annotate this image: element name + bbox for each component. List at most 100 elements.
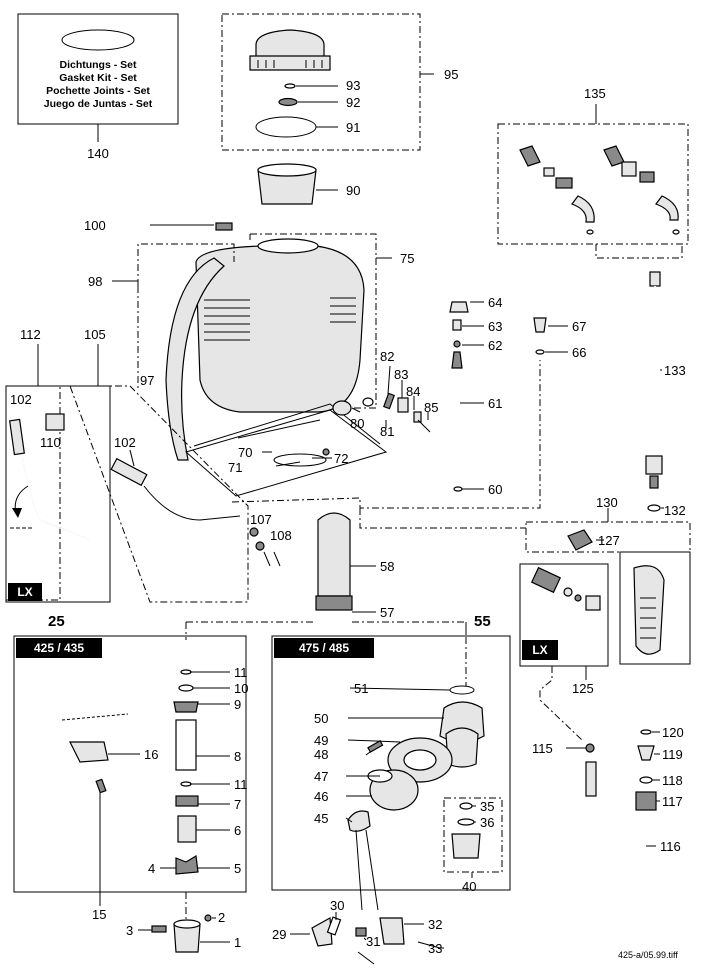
callout-91: 91 (346, 120, 360, 135)
shutoff-valve-130 (525, 508, 691, 665)
callout-64: 64 (488, 295, 502, 310)
callout-102: 102 (114, 435, 136, 450)
callout-67: 67 (572, 319, 586, 334)
callout-75: 75 (400, 251, 414, 266)
callout-133: 133 (664, 363, 686, 378)
kit-line-en: Gasket Kit - Set (59, 72, 137, 84)
section-number-55: 55 (474, 613, 491, 630)
callout-48: 48 (314, 747, 328, 762)
callout-30: 30 (330, 898, 344, 913)
kit-line-fr: Pochette Joints - Set (46, 85, 150, 97)
callout-100: 100 (84, 218, 106, 233)
callout-97: 97 (140, 373, 154, 388)
callout-3: 3 (126, 923, 133, 938)
callout-7: 7 (234, 797, 241, 812)
callout-8: 8 (234, 749, 241, 764)
callout-10: 10 (234, 681, 248, 696)
callout-116: 116 (660, 839, 681, 854)
callout-125: 125 (572, 681, 594, 696)
callout-11-top: 11 (234, 665, 248, 680)
callout-31: 31 (366, 934, 380, 949)
callout-63: 63 (488, 319, 502, 334)
callout-130: 130 (596, 495, 618, 510)
footer-file-code: 425-a/05.99.tiff (618, 950, 678, 960)
callout-115: 115 (532, 741, 553, 756)
callout-1: 1 (234, 935, 241, 950)
callout-61: 61 (488, 396, 502, 411)
callout-2: 2 (218, 910, 225, 925)
callout-82: 82 (380, 349, 394, 364)
lx-tag-left: LX (17, 585, 32, 599)
pump-box-475 (271, 622, 511, 891)
callout-127: 127 (598, 533, 620, 548)
callout-84: 84 (406, 384, 420, 399)
hose-group (566, 729, 660, 864)
callout-95: 95 (444, 67, 458, 82)
pressure-cylinder (315, 512, 376, 613)
callout-92: 92 (346, 95, 360, 110)
wand-133 (645, 271, 664, 512)
callout-32: 32 (428, 917, 442, 932)
lx-tag-right: LX (532, 643, 547, 657)
lance-group (449, 301, 484, 492)
callout-9: 9 (234, 697, 241, 712)
pump-box-425 (13, 635, 247, 906)
callout-47: 47 (314, 769, 328, 784)
strainer-basket (257, 163, 338, 205)
nozzle-67-66 (533, 317, 568, 355)
callout-93: 93 (346, 78, 360, 93)
callout-5: 5 (234, 861, 241, 876)
callout-118: 118 (662, 773, 683, 788)
callout-132: 132 (664, 503, 686, 518)
callout-16: 16 (144, 747, 158, 762)
callout-66: 66 (572, 345, 586, 360)
callout-45: 45 (314, 811, 328, 826)
callout-62: 62 (488, 338, 502, 353)
callout-33: 33 (428, 941, 442, 956)
callout-110: 110 (40, 435, 61, 450)
callout-57: 57 (380, 605, 394, 620)
callout-107: 107 (250, 512, 272, 527)
callout-135: 135 (584, 86, 606, 101)
parts-29-33 (290, 829, 444, 965)
callout-80: 80 (350, 416, 364, 431)
lx-inset-right (519, 563, 609, 680)
parts-1-2-3 (138, 914, 230, 953)
callout-35: 35 (480, 799, 494, 814)
callout-112: 112 (20, 327, 41, 342)
callout-50: 50 (314, 711, 328, 726)
callout-51: 51 (354, 681, 368, 696)
callout-11: 11 (234, 777, 248, 792)
callout-72: 72 (334, 451, 348, 466)
callout-119: 119 (662, 747, 683, 762)
callout-90: 90 (346, 183, 360, 198)
callout-98: 98 (88, 274, 102, 289)
callout-85: 85 (424, 400, 438, 415)
callout-49: 49 (314, 733, 328, 748)
model-tag-475-485: 475 / 485 (299, 641, 349, 655)
section-number-25: 25 (48, 613, 65, 630)
callout-58: 58 (380, 559, 394, 574)
callout-36: 36 (480, 815, 494, 830)
tank-group (165, 233, 392, 497)
gasket-kit-box: Dichtungs - Set Gasket Kit - Set Pochett… (17, 13, 179, 161)
callout-60: 60 (488, 482, 502, 497)
callout-120: 120 (662, 725, 684, 740)
callout-71: 71 (228, 460, 242, 475)
callout-15: 15 (92, 907, 106, 922)
callout-81: 81 (380, 424, 394, 439)
kit-line-es: Juego de Juntas - Set (44, 98, 153, 110)
callout-140: 140 (87, 146, 109, 161)
callout-70: 70 (238, 445, 252, 460)
callout-40: 40 (462, 879, 476, 894)
callout-102-left: 102 (10, 392, 32, 407)
lid-group (221, 13, 434, 151)
callout-labels: 95 93 92 91 90 100 75 98 64 63 67 112 10… (10, 67, 686, 956)
callout-6: 6 (234, 823, 241, 838)
callout-4: 4 (148, 861, 155, 876)
callout-46: 46 (314, 789, 328, 804)
callout-117: 117 (662, 794, 683, 809)
kit-line-de: Dichtungs - Set (59, 59, 137, 71)
callout-83: 83 (394, 367, 408, 382)
